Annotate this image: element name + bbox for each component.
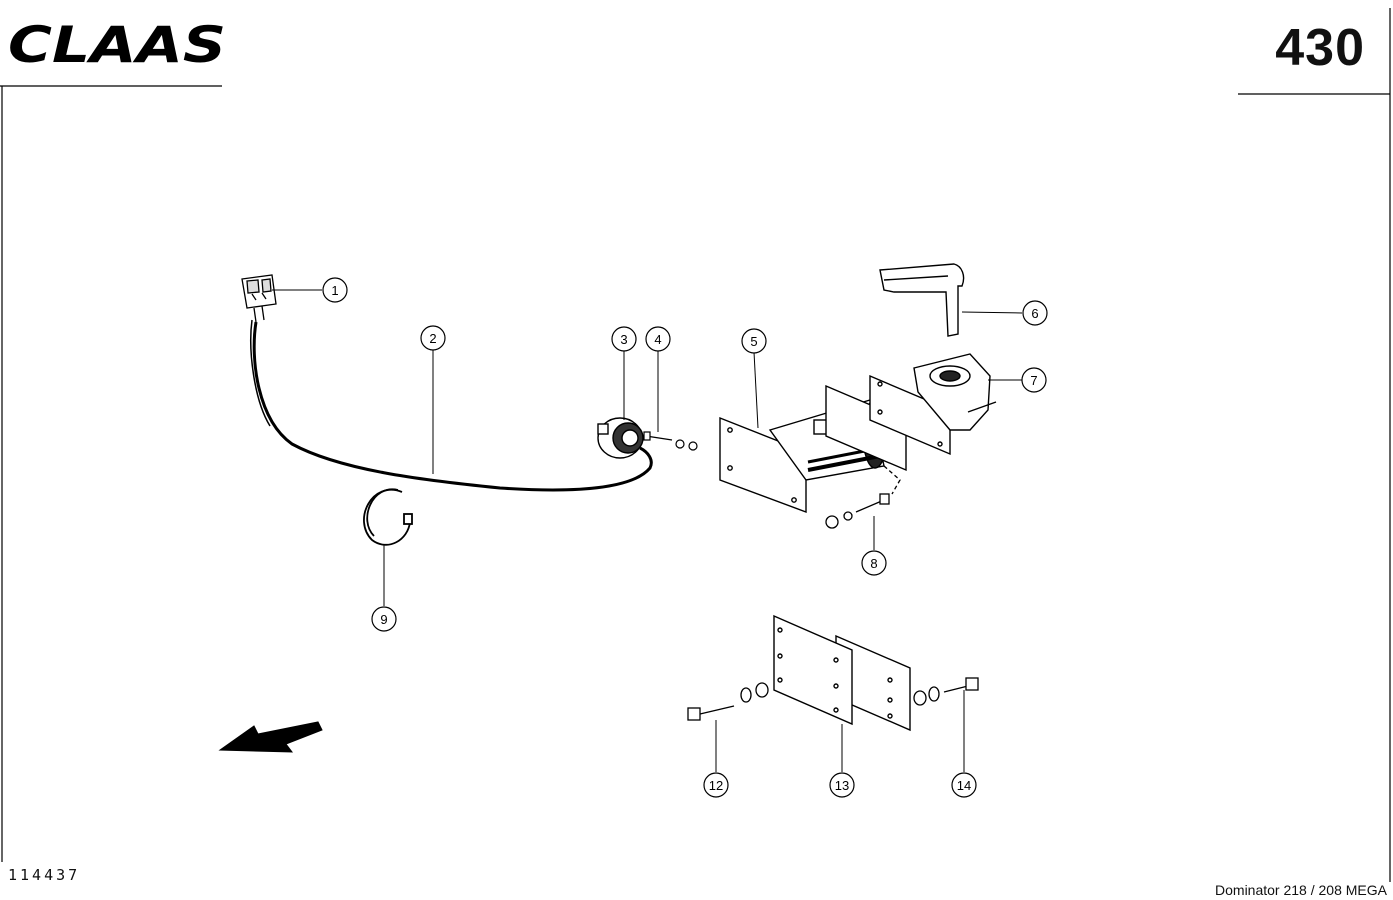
callout-7: 7: [1021, 367, 1047, 393]
callout-label: 4: [654, 332, 661, 347]
connector-plug-part: [241, 274, 277, 323]
handle-pin-part: [879, 263, 965, 337]
bracket-part: [913, 353, 997, 431]
callout-label: 13: [835, 778, 849, 793]
callout-label: 5: [750, 334, 757, 349]
model-name: Dominator 218 / 208 MEGA: [1215, 882, 1387, 898]
cylinder-assembly-part: [719, 374, 951, 514]
small-screw-part: [643, 431, 698, 451]
callout-5: 5: [741, 328, 767, 354]
callout-label: 14: [957, 778, 971, 793]
callout-label: 2: [429, 331, 436, 346]
bolt-left-part: [687, 682, 769, 721]
wiring-harness-part: [250, 319, 653, 492]
page-border-lines: [0, 8, 1391, 882]
callout-9: 9: [371, 606, 397, 632]
callout-4: 4: [645, 326, 671, 352]
callout-13: 13: [829, 772, 855, 798]
callout-3: 3: [611, 326, 637, 352]
direction-arrow-icon: [218, 721, 323, 753]
bolt-part: [825, 465, 901, 529]
callout-label: 9: [380, 612, 387, 627]
leader-lines: [272, 289, 1023, 772]
page-number: 430: [1275, 19, 1365, 77]
svg-text:CLAAS: CLAAS: [8, 16, 226, 70]
callout-label: 6: [1031, 306, 1038, 321]
hose-clamp-part: [363, 488, 413, 546]
drawing-number: 114437: [8, 866, 81, 884]
socket-part: [597, 417, 644, 459]
callout-label: 12: [709, 778, 723, 793]
callout-14: 14: [951, 772, 977, 798]
double-plate-part: [773, 614, 911, 732]
callout-1: 1: [322, 277, 348, 303]
callout-8: 8: [861, 550, 887, 576]
callout-6: 6: [1022, 300, 1048, 326]
callout-12: 12: [703, 772, 729, 798]
callout-label: 7: [1030, 373, 1037, 388]
callout-2: 2: [420, 325, 446, 351]
claas-logo: CLAAS: [8, 16, 226, 70]
callout-label: 3: [620, 332, 627, 347]
callout-label: 8: [870, 556, 877, 571]
bolt-right-part: [913, 677, 979, 706]
callout-label: 1: [331, 283, 338, 298]
